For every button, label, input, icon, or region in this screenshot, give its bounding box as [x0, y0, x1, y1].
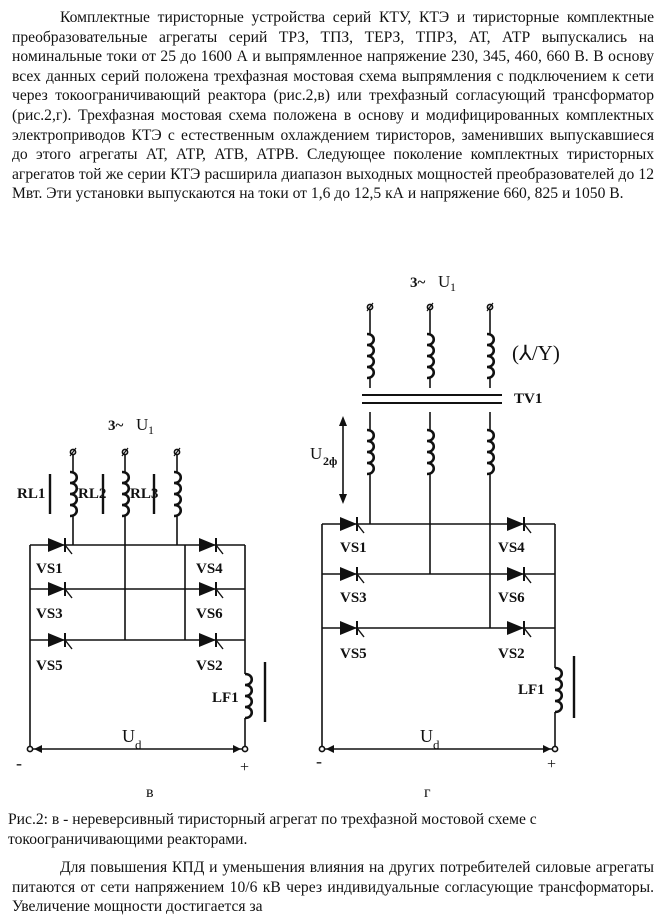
g-smoothing-coil [553, 666, 564, 714]
g-secondary-label: U [310, 444, 322, 463]
v-thyristor-vs6: VS6 [196, 606, 223, 622]
v-phase-terminals [69, 447, 181, 457]
v-thyristor-vs3: VS3 [36, 606, 63, 622]
v-output-sub: d [135, 737, 142, 752]
g-phase-terminals [366, 302, 494, 312]
v-thyristors [47, 537, 224, 650]
v-supply-sub: 1 [148, 423, 154, 437]
diagram-v: 3~ U 1 RL1 RL2 RL3 [16, 415, 267, 801]
circuit-diagrams: 3~ U 1 RL1 RL2 RL3 [16, 272, 576, 801]
g-supply-label: U [438, 272, 450, 291]
figure-caption: Рис.2: в - нереверсивный тиристорный агр… [8, 811, 537, 848]
g-thyristor-vs4: VS4 [498, 540, 525, 556]
g-secondary-sub: 2ф [323, 454, 337, 468]
g-minus: - [316, 751, 322, 771]
g-plus: + [547, 756, 556, 773]
v-thyristor-vs5: VS5 [36, 658, 63, 674]
v-plus: + [240, 759, 249, 776]
v-output-label: U [122, 726, 135, 746]
g-connection: (⅄/Y) [512, 341, 560, 365]
g-thyristor-vs6: VS6 [498, 590, 525, 606]
v-supply-label: U [136, 415, 148, 434]
v-thyristor-vs1: VS1 [36, 561, 63, 577]
v-smoothing-coil [243, 672, 254, 720]
g-output-sub: d [433, 737, 440, 752]
diagram-g: 3~ U 1 (⅄/Y) TV1 [310, 272, 576, 801]
v-reactor-rl1: RL1 [17, 486, 45, 502]
body-paragraph: Для повышения КПД и уменьшения влияния н… [12, 859, 654, 916]
intro-paragraph: Комплектные тиристорные устройства серий… [12, 9, 654, 203]
g-supply-sub: 1 [450, 280, 456, 294]
v-minus: - [16, 753, 22, 773]
g-thyristor-vs5: VS5 [340, 646, 367, 662]
g-output-label: U [420, 726, 433, 746]
v-thyristor-vs2: VS2 [196, 658, 223, 674]
g-thyristor-vs1: VS1 [340, 540, 367, 556]
g-thyristor-vs3: VS3 [340, 590, 367, 606]
g-secondary-windings [365, 428, 496, 476]
g-figure-letter: г [424, 784, 431, 801]
g-thyristor-vs2: VS2 [498, 646, 525, 662]
v-reactor-rl2: RL2 [78, 486, 106, 502]
g-transformer-label: TV1 [514, 391, 542, 407]
g-smoothing-label: LF1 [518, 682, 545, 698]
g-thyristors [339, 516, 532, 638]
v-figure-letter: в [146, 784, 154, 801]
v-reactor-rl3: RL3 [130, 486, 158, 502]
v-supply-prefix: 3~ [108, 418, 124, 434]
g-supply-prefix: 3~ [410, 275, 426, 291]
g-primary-windings [365, 332, 496, 380]
v-smoothing-label: LF1 [212, 690, 239, 706]
v-thyristor-vs4: VS4 [196, 561, 223, 577]
